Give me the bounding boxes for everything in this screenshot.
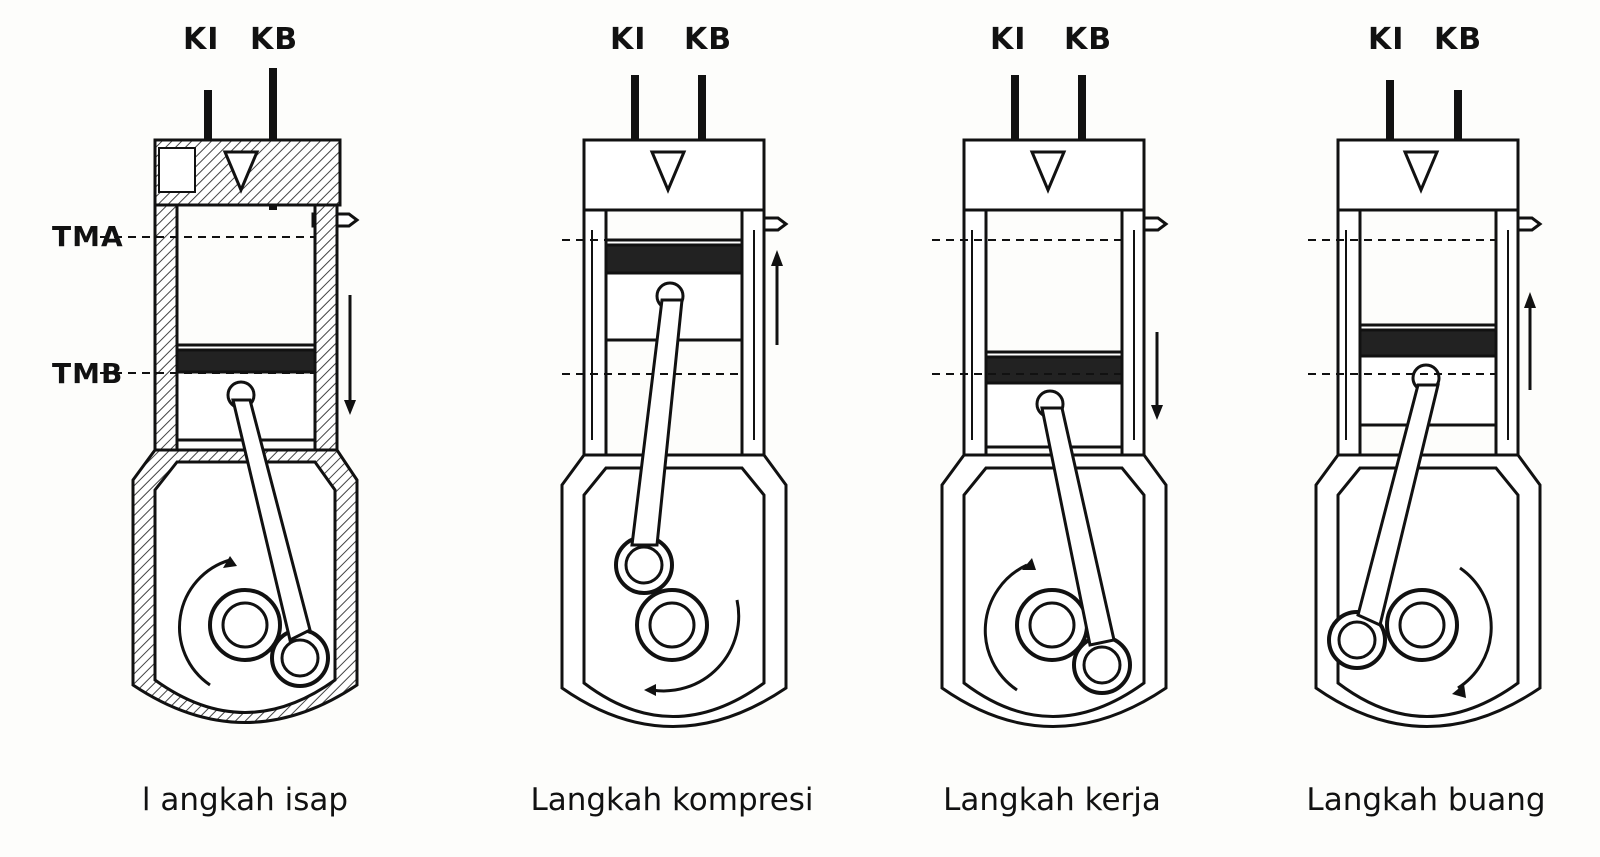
exhaust-valve-label: KB	[684, 22, 733, 57]
head-port	[1402, 150, 1440, 194]
piston-rings	[604, 243, 744, 275]
exhaust-valve-label: KB	[250, 22, 299, 57]
head-port	[222, 150, 260, 194]
intake-valve-label: KI	[990, 22, 1027, 57]
cylinder-wall-left	[582, 208, 608, 457]
rotation-arrow	[178, 558, 231, 687]
crank-shaft-inner	[221, 601, 269, 649]
intake-valve-label: KI	[183, 22, 220, 57]
engine-exhaust-drawing	[1308, 80, 1543, 728]
crank-pin-inner	[1337, 620, 1377, 660]
stroke-caption: Langkah kompresi	[530, 782, 814, 818]
piston-rings	[984, 355, 1124, 385]
head-port	[649, 150, 687, 194]
connecting-rod	[231, 398, 312, 643]
engine-power-stroke: KI KB Langkah kerja	[852, 0, 1252, 857]
engine-exhaust-stroke: KI KB Langkah buang	[1200, 0, 1600, 857]
crank-pin-inner	[280, 638, 320, 678]
connecting-rod	[1356, 383, 1440, 628]
stroke-caption: Langkah buang	[1306, 782, 1546, 818]
engine-compression-drawing	[560, 75, 789, 728]
engine-compression-stroke: KI KB Langkah kompresi	[472, 0, 872, 857]
rotation-arrow	[651, 599, 741, 693]
cylinder-wall-left	[153, 203, 179, 452]
exhaust-valve-label: KB	[1434, 22, 1483, 57]
stroke-caption: l angkah isap	[141, 782, 349, 818]
rotation-arrow	[983, 563, 1028, 692]
engine-power-drawing	[932, 75, 1169, 728]
piston-rings	[1358, 328, 1498, 358]
cylinder-wall-right	[313, 203, 339, 452]
tmb-label: TMB	[52, 357, 124, 390]
intake-port	[158, 147, 196, 193]
crank-pin-inner	[1082, 645, 1122, 685]
connecting-rod	[1040, 406, 1116, 647]
crank-shaft-inner	[1398, 601, 1446, 649]
connecting-rod	[630, 298, 684, 547]
tma-label: TMA	[52, 220, 124, 253]
engine-intake-drawing	[100, 68, 360, 724]
crank-pin-inner	[624, 545, 664, 585]
crank-shaft-inner	[648, 601, 696, 649]
head-port	[1029, 150, 1067, 194]
stroke-caption: Langkah kerja	[943, 782, 1161, 818]
engine-intake-stroke: KI KB l angkah isap	[45, 0, 445, 857]
exhaust-valve-label: KB	[1064, 22, 1113, 57]
intake-valve-label: KI	[610, 22, 647, 57]
cylinder-wall-left	[1336, 208, 1362, 457]
intake-valve-label: KI	[1368, 22, 1405, 57]
crank-shaft-inner	[1028, 601, 1076, 649]
rotation-arrow	[1457, 566, 1493, 690]
piston-rings	[175, 348, 317, 374]
cylinder-wall-left	[962, 208, 988, 457]
